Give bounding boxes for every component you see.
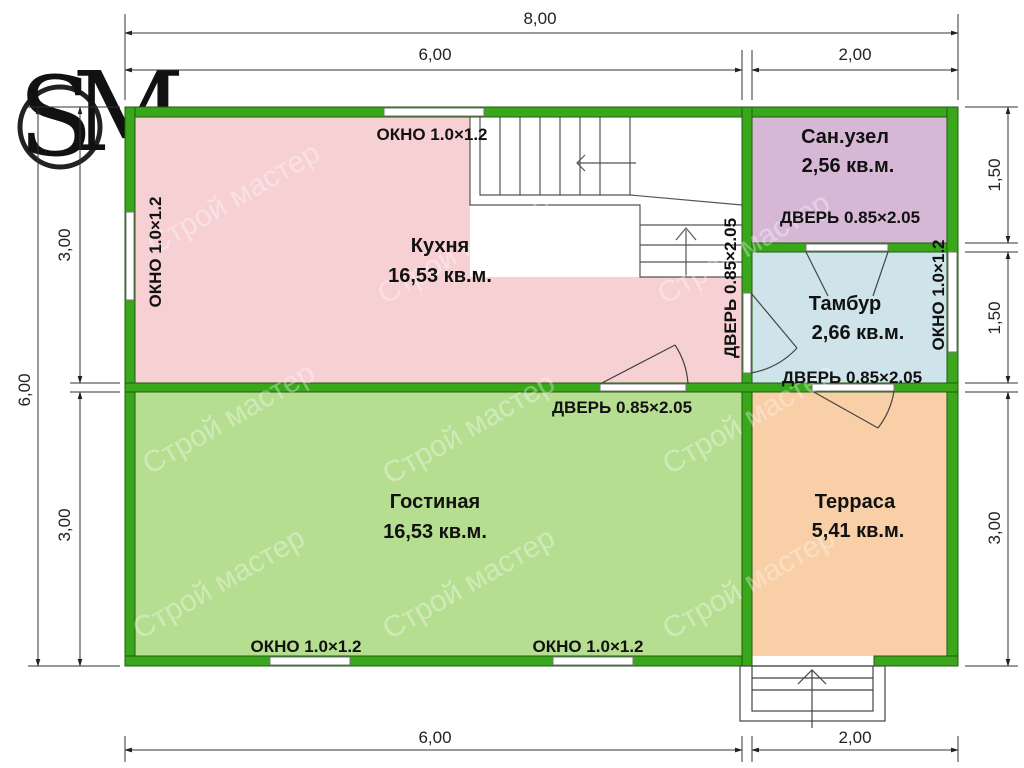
dim-bottom-left: 6,00 — [418, 728, 451, 747]
porch-steps — [739, 665, 886, 728]
dimension-lines — [28, 14, 1018, 762]
dim-top-right: 2,00 — [838, 45, 871, 64]
bath-name: Сан.узел — [801, 126, 889, 148]
dim-left-total: 6,00 — [15, 373, 34, 406]
terrace-floor — [752, 392, 947, 656]
living-area: 16,53 кв.м. — [383, 521, 487, 543]
door-kitchen-vestibule-label: ДВЕРЬ 0.85×2.05 — [721, 218, 740, 358]
living-floor — [135, 392, 742, 656]
vestibule-floor — [752, 252, 947, 383]
dim-right-c: 3,00 — [985, 511, 1004, 544]
terrace-area: 5,41 кв.м. — [812, 520, 905, 542]
bath-floor — [752, 117, 947, 243]
vestibule-name: Тамбур — [809, 293, 882, 315]
kitchen-area: 16,53 кв.м. — [388, 265, 492, 287]
window-top-label: ОКНО 1.0×1.2 — [376, 125, 487, 144]
door-kitchen-living-label: ДВЕРЬ 0.85×2.05 — [552, 398, 692, 417]
window-left-label: ОКНО 1.0×1.2 — [146, 196, 165, 307]
dim-right-a: 1,50 — [985, 158, 1004, 191]
vestibule-area: 2,66 кв.м. — [812, 322, 905, 344]
window-bottom-2-label: ОКНО 1.0×1.2 — [532, 637, 643, 656]
stair-area — [470, 117, 742, 277]
dim-right-b: 1,50 — [985, 301, 1004, 334]
door-gaps — [599, 243, 895, 392]
staircase — [469, 117, 743, 278]
dim-left-lower: 3,00 — [55, 508, 74, 541]
door-terrace-label: ДВЕРЬ 0.85×2.05 — [782, 368, 922, 387]
dim-top-total: 8,00 — [523, 9, 556, 28]
door-swings — [599, 251, 895, 429]
dim-bottom-right: 2,00 — [838, 728, 871, 747]
door-bath-label: ДВЕРЬ 0.85×2.05 — [780, 208, 920, 227]
terrace-name: Терраса — [815, 491, 896, 513]
bath-area: 2,56 кв.м. — [802, 155, 895, 177]
living-name: Гостиная — [390, 491, 480, 513]
window-bottom-1-label: ОКНО 1.0×1.2 — [250, 637, 361, 656]
window-right-label: ОКНО 1.0×1.2 — [929, 239, 948, 350]
kitchen-name: Кухня — [411, 235, 469, 257]
window-gaps — [125, 107, 958, 666]
dim-left-upper: 3,00 — [55, 228, 74, 261]
dim-top-left: 6,00 — [418, 45, 451, 64]
